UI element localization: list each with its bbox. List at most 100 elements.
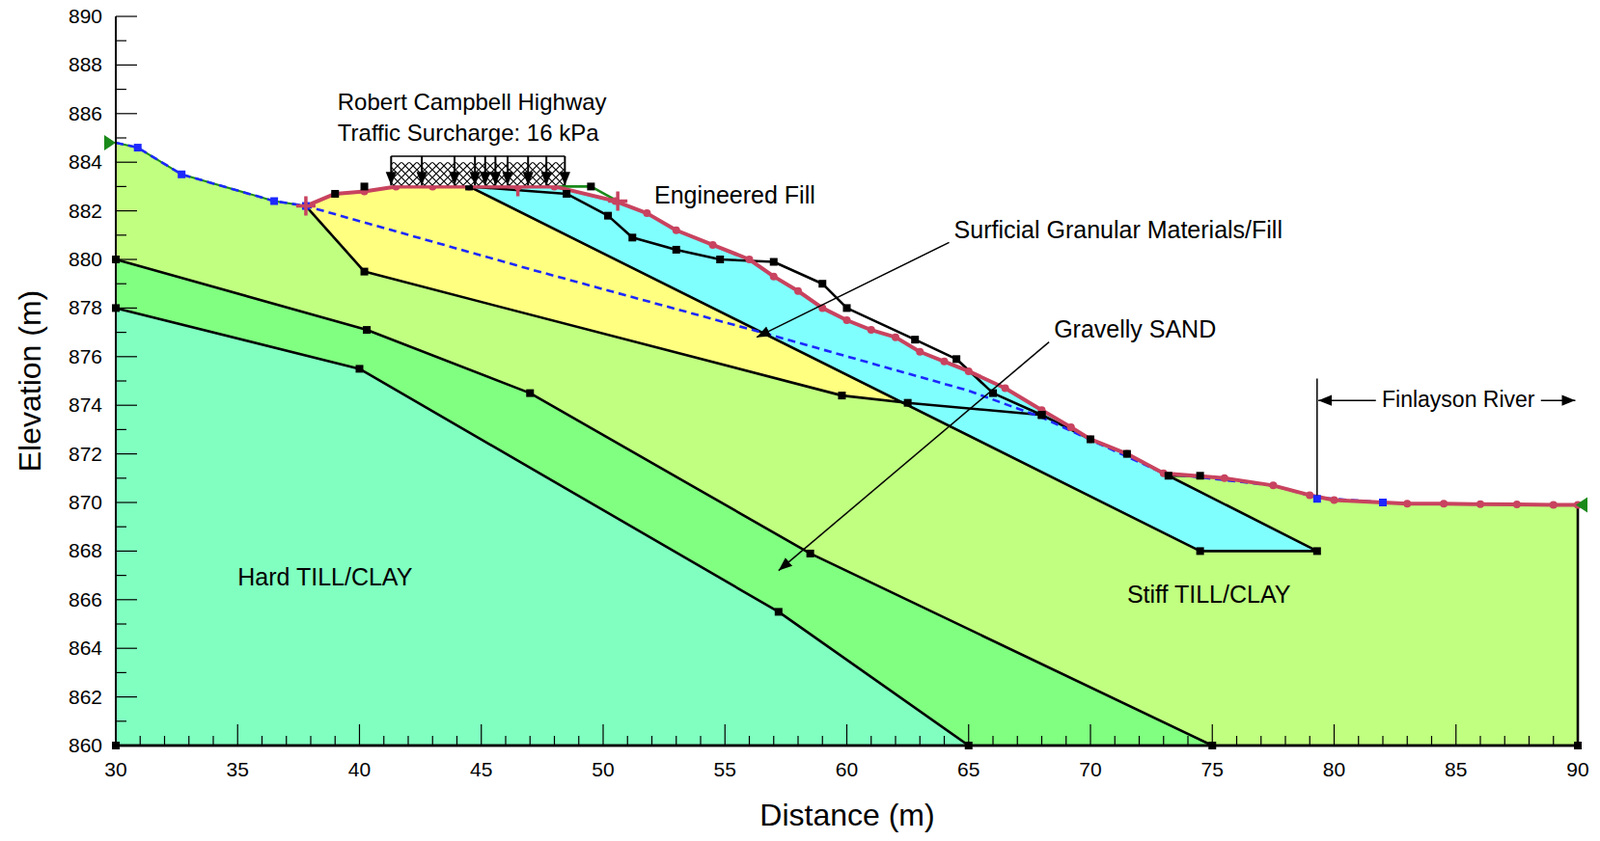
tick-label: 85 (1444, 758, 1467, 781)
surface-point (794, 287, 802, 296)
axis-tick (1236, 736, 1238, 746)
axis-tick (115, 477, 127, 479)
tick-label: 50 (591, 758, 614, 781)
material-label: Stiff TILL/CLAY (1127, 581, 1292, 609)
axis-tick (115, 162, 138, 164)
axis-tick (1357, 736, 1359, 746)
river-limit (1316, 378, 1319, 496)
axis-tick (115, 112, 138, 114)
tick-label: 886 (68, 102, 103, 125)
surface-point (1513, 500, 1521, 509)
load-arrow (526, 156, 529, 186)
axis-tick (407, 736, 409, 746)
surface-point (843, 316, 852, 325)
axis-tick (748, 736, 750, 746)
axis-tick (188, 736, 190, 746)
axis-tick (237, 724, 239, 746)
material-label: Hard TILL/CLAY (237, 564, 413, 592)
slip-entry-cross (296, 196, 316, 217)
load-arrow (420, 156, 423, 186)
axis-tick (1041, 736, 1043, 746)
vertex-marker (1313, 495, 1322, 503)
vertex-marker (1086, 435, 1095, 443)
design-surface-line (305, 186, 1578, 505)
vertex-marker (604, 212, 612, 221)
surface-point (1220, 474, 1229, 483)
axis-tick (1138, 736, 1140, 746)
axis-tick (115, 137, 127, 138)
surface-point (331, 190, 339, 198)
axis-tick (627, 736, 629, 746)
axis-tick (1333, 724, 1335, 746)
axis-tick (432, 736, 434, 746)
granular-fill-region (305, 186, 909, 403)
axis-tick (115, 501, 138, 503)
tick-label: 75 (1201, 758, 1224, 781)
surface-point (1330, 496, 1339, 504)
axis-tick (1017, 736, 1019, 746)
axis-title: Distance (m) (759, 799, 935, 833)
vertex-marker (1038, 411, 1047, 419)
axis-tick (675, 736, 677, 746)
axis-tick (115, 623, 127, 625)
load-arrow (389, 156, 392, 186)
axis-tick (846, 724, 848, 746)
axis-tick (894, 736, 896, 746)
axis-tick (797, 736, 799, 746)
engineered-fill-region (468, 186, 1318, 552)
axis-tick (115, 331, 127, 333)
surface-point (770, 273, 778, 281)
tick-label: 864 (68, 637, 103, 661)
surface-point (1403, 499, 1411, 508)
axis-tick (115, 356, 138, 358)
load-line (390, 155, 565, 158)
vertex-marker (134, 143, 142, 152)
tick-label: 90 (1566, 758, 1589, 781)
axis-tick (115, 186, 127, 188)
axis-tick (115, 234, 127, 236)
axis-tick (1406, 736, 1408, 746)
axis-tick (115, 453, 138, 455)
vertex-marker (360, 268, 369, 276)
surface-point (1439, 499, 1448, 508)
layer-boundary (115, 259, 1213, 746)
axis-tick (212, 736, 214, 746)
tick-label: 880 (68, 248, 103, 271)
axis-tick (115, 64, 138, 66)
surface-point (1268, 481, 1277, 490)
axis-tick (1479, 736, 1481, 746)
slip-entry-cross (607, 192, 628, 212)
vertex-marker (806, 550, 815, 558)
axis-tick (651, 736, 653, 746)
load-label: Traffic Surcharge: 16 kPa (337, 120, 600, 146)
tick-label: 35 (226, 758, 249, 781)
axis-tick (115, 744, 138, 746)
axis-tick (699, 736, 701, 746)
axis-tick (967, 724, 969, 746)
axis-tick (115, 380, 127, 382)
vertex-marker (774, 607, 783, 616)
tick-label: 30 (104, 758, 127, 781)
vertex-marker (562, 190, 571, 198)
boundary-flag (1575, 497, 1588, 514)
surface-point (672, 226, 681, 235)
axis-tick (1455, 724, 1457, 746)
vertex-marker (1038, 411, 1047, 419)
tick-label: 878 (68, 297, 103, 320)
axis-tick (919, 736, 921, 746)
tick-label: 70 (1078, 758, 1102, 781)
surface-point (1379, 498, 1387, 507)
axis-title: Elevation (m) (13, 290, 48, 473)
axis-tick (943, 736, 945, 746)
tick-label: 60 (835, 758, 858, 781)
vertex-marker (716, 255, 724, 264)
leader-line (778, 342, 1049, 572)
axis-tick (504, 736, 506, 746)
tick-label: 65 (957, 758, 980, 781)
axis-tick (285, 736, 287, 746)
axis-tick (1162, 736, 1164, 746)
surface-point (940, 358, 949, 366)
axis-tick (115, 429, 127, 431)
vertex-marker (1164, 471, 1173, 480)
